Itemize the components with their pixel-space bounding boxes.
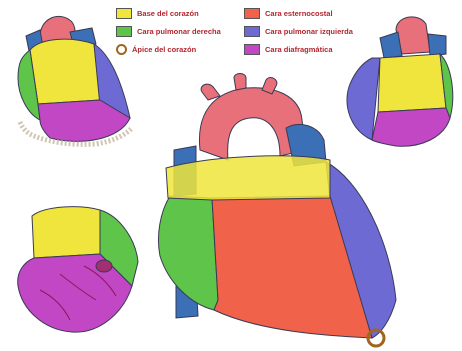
vessel-aortic-branch-2 bbox=[234, 74, 246, 91]
heart-view-top-left bbox=[18, 16, 132, 144]
apex-ring-icon bbox=[116, 44, 127, 55]
region-right-pulmonary-center bbox=[158, 196, 218, 310]
heart-view-bottom-left bbox=[18, 207, 138, 333]
legend-label-apex: Ápice del corazón bbox=[132, 45, 196, 54]
legend-item-base: Base del corazón bbox=[116, 8, 199, 19]
legend-item-diaphragmatic: Cara diafragmática bbox=[244, 44, 333, 55]
legend-item-right-pulmonary: Cara pulmonar derecha bbox=[116, 26, 221, 37]
legend-label-diaphragmatic: Cara diafragmática bbox=[265, 45, 333, 54]
region-base-center bbox=[166, 156, 330, 200]
region-diaphragmatic-top-right bbox=[372, 108, 450, 146]
vessel-aortic-branch-1 bbox=[201, 84, 220, 100]
legend-label-left-pulmonary: Cara pulmonar izquierda bbox=[265, 27, 353, 36]
region-base-bottom-left bbox=[32, 207, 100, 258]
swatch-right-pulmonary bbox=[116, 26, 132, 37]
orifice-bottom-left bbox=[96, 260, 112, 272]
vessel-top-right-blue-1 bbox=[380, 32, 402, 58]
vessel-top-right-blue-2 bbox=[428, 34, 446, 56]
swatch-diaphragmatic bbox=[244, 44, 260, 55]
legend-label-right-pulmonary: Cara pulmonar derecha bbox=[137, 27, 221, 36]
legend: Base del corazón Cara pulmonar derecha Á… bbox=[116, 8, 366, 64]
swatch-sternocostal bbox=[244, 8, 260, 19]
legend-label-base: Base del corazón bbox=[137, 9, 199, 18]
region-base-top-right bbox=[378, 54, 446, 112]
legend-item-sternocostal: Cara esternocostal bbox=[244, 8, 333, 19]
legend-item-left-pulmonary: Cara pulmonar izquierda bbox=[244, 26, 353, 37]
swatch-base bbox=[116, 8, 132, 19]
swatch-left-pulmonary bbox=[244, 26, 260, 37]
region-base-top-left bbox=[30, 39, 100, 104]
legend-item-apex: Ápice del corazón bbox=[116, 44, 196, 55]
legend-label-sternocostal: Cara esternocostal bbox=[265, 9, 333, 18]
